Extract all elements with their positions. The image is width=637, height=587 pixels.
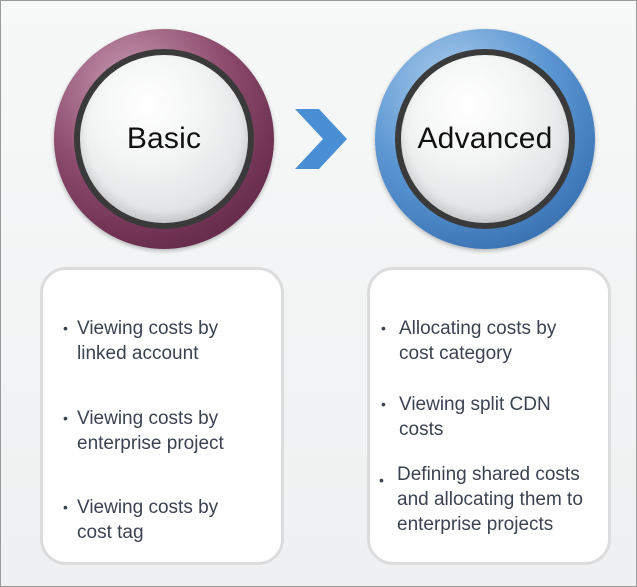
bullet-icon: • — [63, 410, 68, 426]
advanced-face: Advanced — [401, 55, 569, 223]
basic-face: Basic — [80, 55, 248, 223]
basic-features-box — [40, 267, 284, 565]
advanced-title: Advanced — [417, 122, 553, 155]
chevron-right-icon — [295, 109, 347, 169]
bullet-icon: • — [381, 320, 386, 336]
basic-title: Basic — [126, 122, 202, 155]
advanced-item-split-cdn: • Viewing split CDN costs — [381, 394, 551, 440]
basic-stage-circle: Basic — [54, 29, 274, 249]
bullet-icon: • — [381, 396, 386, 412]
advanced-features-box — [367, 267, 611, 565]
bullet-icon: • — [379, 472, 384, 488]
bullet-icon: • — [63, 499, 68, 515]
advanced-item-cost-category: • Allocating costs by cost category — [381, 318, 557, 364]
advanced-item-shared-costs: • Defining shared costs and allocating t… — [379, 464, 583, 535]
advanced-stage-circle: Advanced — [375, 29, 595, 249]
bullet-icon: • — [63, 320, 68, 336]
basic-item-cost-tag: • Viewing costs by cost tag — [63, 497, 219, 543]
basic-item-enterprise-project: • Viewing costs by enterprise project — [63, 408, 224, 454]
basic-item-linked-account: • Viewing costs by linked account — [63, 318, 219, 364]
